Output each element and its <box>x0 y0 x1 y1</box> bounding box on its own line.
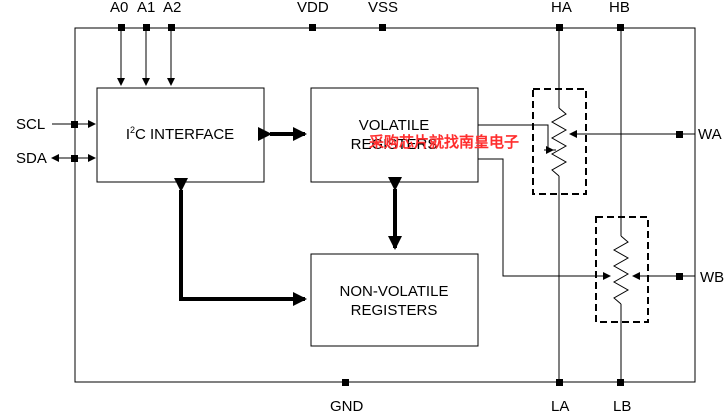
control-line-pot-b <box>478 158 611 280</box>
pin-la <box>556 379 563 386</box>
pin-scl <box>71 121 78 128</box>
pin-label-la: LA <box>551 398 569 414</box>
pin-label-gnd: GND <box>330 398 364 414</box>
pin-wb <box>676 273 683 280</box>
i2c-interface-block <box>96 87 265 183</box>
pin-wa <box>676 131 683 138</box>
pin-hb <box>617 24 624 31</box>
resistor-b <box>612 235 630 305</box>
watermark-text: 采购芯片就找南皇电子 <box>368 133 519 151</box>
pin-a2 <box>168 24 175 31</box>
pin-vss <box>379 24 386 31</box>
pin-label-lb: LB <box>613 398 631 414</box>
pin-a0 <box>118 24 125 31</box>
pin-label-wb: WB <box>700 269 724 286</box>
pin-lb <box>617 379 624 386</box>
pin-label-ha: HA <box>551 0 572 16</box>
pin-label-wa: WA <box>698 126 722 143</box>
pin-label-scl: SCL <box>16 116 45 133</box>
nonvolatile-registers-block <box>310 253 479 347</box>
pot-b-dashed-box <box>595 216 649 323</box>
nonvolatile-label-line1: NON-VOLATILE <box>340 283 449 300</box>
pin-vdd <box>309 24 316 31</box>
volatile-label-line1: VOLATILE <box>359 117 430 134</box>
volatile-label-line2: REGISTERS <box>351 136 438 153</box>
volatile-registers-block <box>310 87 479 183</box>
i2c-interface-label: I2C INTERFACE <box>126 125 234 143</box>
nonvolatile-label-line2: REGISTERS <box>351 302 438 319</box>
pin-ha <box>556 24 563 31</box>
pin-sda <box>71 155 78 162</box>
pin-label-vss: VSS <box>368 0 398 16</box>
pin-a1 <box>143 24 150 31</box>
pin-label-hb: HB <box>609 0 630 16</box>
pin-label-a0: A0 <box>110 0 128 16</box>
pin-label-vdd: VDD <box>297 0 329 16</box>
bus-i2c-nonvolatile <box>174 178 307 306</box>
resistor-a <box>550 107 568 177</box>
pin-label-a1: A1 <box>137 0 155 16</box>
pin-gnd <box>342 379 349 386</box>
pin-label-sda: SDA <box>16 150 47 167</box>
pin-label-a2: A2 <box>163 0 181 16</box>
